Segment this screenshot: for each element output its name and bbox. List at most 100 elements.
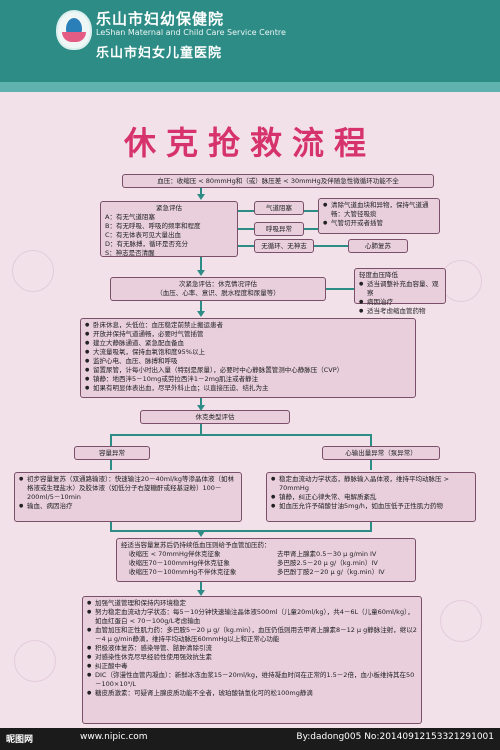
connector (110, 530, 372, 532)
connector (110, 434, 112, 446)
decor-flower-icon (440, 260, 482, 302)
arrow-down-icon (197, 270, 205, 276)
vaso-row: 收缩压70－100mmHg不伴休克征象 多巴酚丁胺2－20 μ g/（kg.mi… (121, 568, 411, 577)
connector (200, 188, 202, 196)
arrow-down-icon (197, 405, 205, 411)
measure-item: 留置尿管，计每小时出入量（特别是尿量），必要时中心静脉置管测中心静脉压（CVP） (85, 366, 411, 375)
connector (110, 460, 112, 470)
connector (110, 522, 112, 532)
mild-item: 适当调整补充血容量、观察 (359, 280, 441, 298)
connector (200, 424, 202, 436)
measure-item: 卧床休息，头低位：血压稳定前禁止搬运患者 (85, 321, 411, 330)
secondary-eval-box: 次紧急评估：休克情况评估 （血压、心率、意识、脱水程度和尿量等） (110, 277, 326, 301)
volume-action-item: 初步容量复苏（双通路输液）：快速输注20－40ml/kg等渗晶体液（如林格液或生… (19, 475, 237, 502)
pump-abnormal-text: 心输出量异常（泵异常） (345, 449, 417, 457)
connector (370, 460, 372, 470)
footer-url: www.nipic.com (80, 732, 148, 742)
decor-flower-icon (12, 250, 54, 292)
connector (326, 288, 354, 290)
vaso-drug: 多巴胺2.5－20 μ g/（kg.min）IV (277, 559, 378, 567)
connector (238, 210, 254, 212)
connector (304, 228, 318, 230)
eval-item: C：有无体表可见大量出血 (105, 231, 182, 239)
volume-action-item: 输血、病因治疗 (19, 502, 237, 511)
arrow-down-icon (197, 531, 205, 537)
hospital-name: 乐山市妇幼保健院 (96, 10, 225, 28)
management-item: 努力稳定血流动力学状态：每5－10分钟快速输注晶体液500ml（儿童20ml/k… (87, 608, 417, 626)
vaso-drug: 多巴酚丁胺2－20 μ g/（kg.min）IV (277, 568, 385, 576)
management-item: 糖皮质激素：可疑肾上腺皮质功能不全者，琥珀酸钠氢化可的松100mg静滴 (87, 689, 417, 698)
no-pulse-box: 无循环、无神志 (254, 239, 314, 253)
vasopressor-title: 经适当容量复苏后仍持续低血压则给予血管加压药： (121, 541, 271, 549)
volume-actions-box: 初步容量复苏（双通路输液）：快速输注20－40ml/kg等渗晶体液（如林格液或生… (14, 472, 242, 522)
management-item: 血管加压和正性肌力药：多巴胺5－20 μ g/（kg.min），血压仍低则用去甲… (87, 626, 417, 644)
cpr-box: 心肺复苏 (348, 239, 408, 253)
measure-item: 如果有明显体表出血，尽早外科止血；以直接压迫、结扎为主 (85, 384, 411, 393)
eval-item: B：有无呼吸、呼吸的频率和程度 (105, 222, 201, 230)
footer-brand: 昵图网 (6, 735, 34, 745)
connector (370, 434, 372, 446)
connector (200, 257, 202, 271)
shock-criteria-text: 血压：收缩压 < 80mmHg和（或）脉压差 < 30mmHg及伴随急性微循环功… (157, 177, 399, 185)
connector (200, 582, 202, 592)
emergency-eval-title: 紧急评估 (156, 204, 182, 212)
hospital-logo-icon (56, 10, 92, 50)
mild-item: 适当考虑缩血管药物 (359, 307, 441, 316)
management-item: DIC（弥漫性血管内凝血）：新鲜冰冻血浆15－20ml/kg，维持凝血时间在正常… (87, 671, 417, 689)
watermark-footer: 昵图网 www.nipic.com By:dadong005 No:201409… (0, 728, 500, 750)
mild-item: 病因治疗 (359, 298, 441, 307)
management-item: 加强气道管理和保持内环境稳定 (87, 599, 417, 608)
measure-item: 监护心电、血压、脉搏和呼吸 (85, 357, 411, 366)
measure-item: 大流量吸氧，保持血氧饱和度95%以上 (85, 348, 411, 357)
no-pulse-text: 无循环、无神志 (261, 242, 307, 250)
vaso-row: 收缩压 < 70mmHg伴休克征象 去甲肾上腺素0.5－30 μ g/min I… (121, 550, 411, 559)
footer-credit: By:dadong005 No:20140912153321291001 (296, 732, 494, 742)
connector (238, 228, 254, 230)
secondary-eval-title: 次紧急评估：休克情况评估 (179, 280, 257, 288)
page-title: 休克抢救流程 (123, 124, 376, 162)
connector (304, 210, 318, 212)
measure-item: 开放并保持气道通畅，必要时气管插管 (85, 330, 411, 339)
connector (200, 301, 202, 313)
connector (370, 522, 372, 532)
arrow-down-icon (197, 590, 205, 596)
hospital-name-en: LeShan Maternal and Child Care Service C… (96, 28, 286, 37)
hospital-header: 乐山市妇幼保健院 LeShan Maternal and Child Care … (0, 0, 500, 92)
connector (238, 245, 254, 247)
connector (110, 434, 372, 436)
decor-flower-icon (440, 600, 482, 642)
decor-flower-icon (14, 640, 56, 682)
secondary-eval-detail: （血压、心率、意识、脱水程度和尿量等） (156, 289, 280, 297)
emergency-eval-box: 紧急评估 A：有无气道阻塞 B：有无呼吸、呼吸的频率和程度 C：有无体表可见大量… (100, 201, 238, 257)
arrow-down-icon (197, 194, 205, 200)
vaso-condition: 收缩压70－100mmHg伴休克征象 (129, 559, 230, 567)
measure-item: 建立大静脉通道、紧急配血备血 (85, 339, 411, 348)
management-item: 纠正酸中毒 (87, 662, 417, 671)
eval-item: S：神志是否清醒 (105, 249, 155, 257)
shock-criteria-box: 血压：收缩压 < 80mmHg和（或）脉压差 < 30mmHg及伴随急性微循环功… (122, 174, 434, 188)
airway-obstruction-text: 气道阻塞 (266, 204, 292, 212)
arrow-down-icon (197, 311, 205, 317)
connector (314, 245, 348, 247)
pump-action-item: 如血压允许予硝酸甘油5mg/h，如血压低予正性肌力药物 (271, 502, 471, 511)
mild-hypotension-title: 轻度血压降低 (359, 271, 398, 279)
airway-actions-box: 清除气道血块和异物，保持气道通畅：大管径吸痰 气管切开或者插管 (318, 198, 440, 234)
vaso-condition: 收缩压70－100mmHg不伴休克征象 (129, 568, 237, 576)
eval-item: D：有无脉搏，循环是否充分 (105, 240, 189, 248)
airway-obstruction-box: 气道阻塞 (254, 201, 304, 215)
general-measures-box: 卧床休息，头低位：血压稳定前禁止搬运患者 开放并保持气道通畅，必要时气管插管 建… (80, 318, 416, 398)
vaso-drug: 去甲肾上腺素0.5－30 μ g/min IV (277, 550, 377, 558)
pump-action-item: 镇静，纠正心律失常、电解质紊乱 (271, 493, 471, 502)
pump-actions-box: 稳定血流动力学状态，静脉输入晶体液，维持平均动脉压 > 70mmHg 镇静，纠正… (266, 472, 476, 522)
management-item: 积极液体复苏：感染导管、脓肿清除引流 (87, 644, 417, 653)
cpr-text: 心肺复苏 (365, 242, 391, 250)
eval-item: A：有无气道阻塞 (105, 213, 155, 221)
pump-action-item: 稳定血流动力学状态，静脉输入晶体液，维持平均动脉压 > 70mmHg (271, 475, 471, 493)
header-band (0, 82, 500, 92)
airway-action-item: 清除气道血块和异物，保持气道通畅：大管径吸痰 (323, 201, 435, 219)
vaso-condition: 收缩压 < 70mmHg伴休克征象 (129, 550, 221, 558)
further-management-box: 加强气道管理和保持内环境稳定 努力稳定血流动力学状态：每5－10分钟快速输注晶体… (82, 596, 422, 724)
airway-action-item: 气管切开或者插管 (323, 219, 435, 228)
pump-abnormal-box: 心输出量异常（泵异常） (322, 446, 440, 460)
volume-abnormal-text: 容量异常 (99, 449, 125, 457)
